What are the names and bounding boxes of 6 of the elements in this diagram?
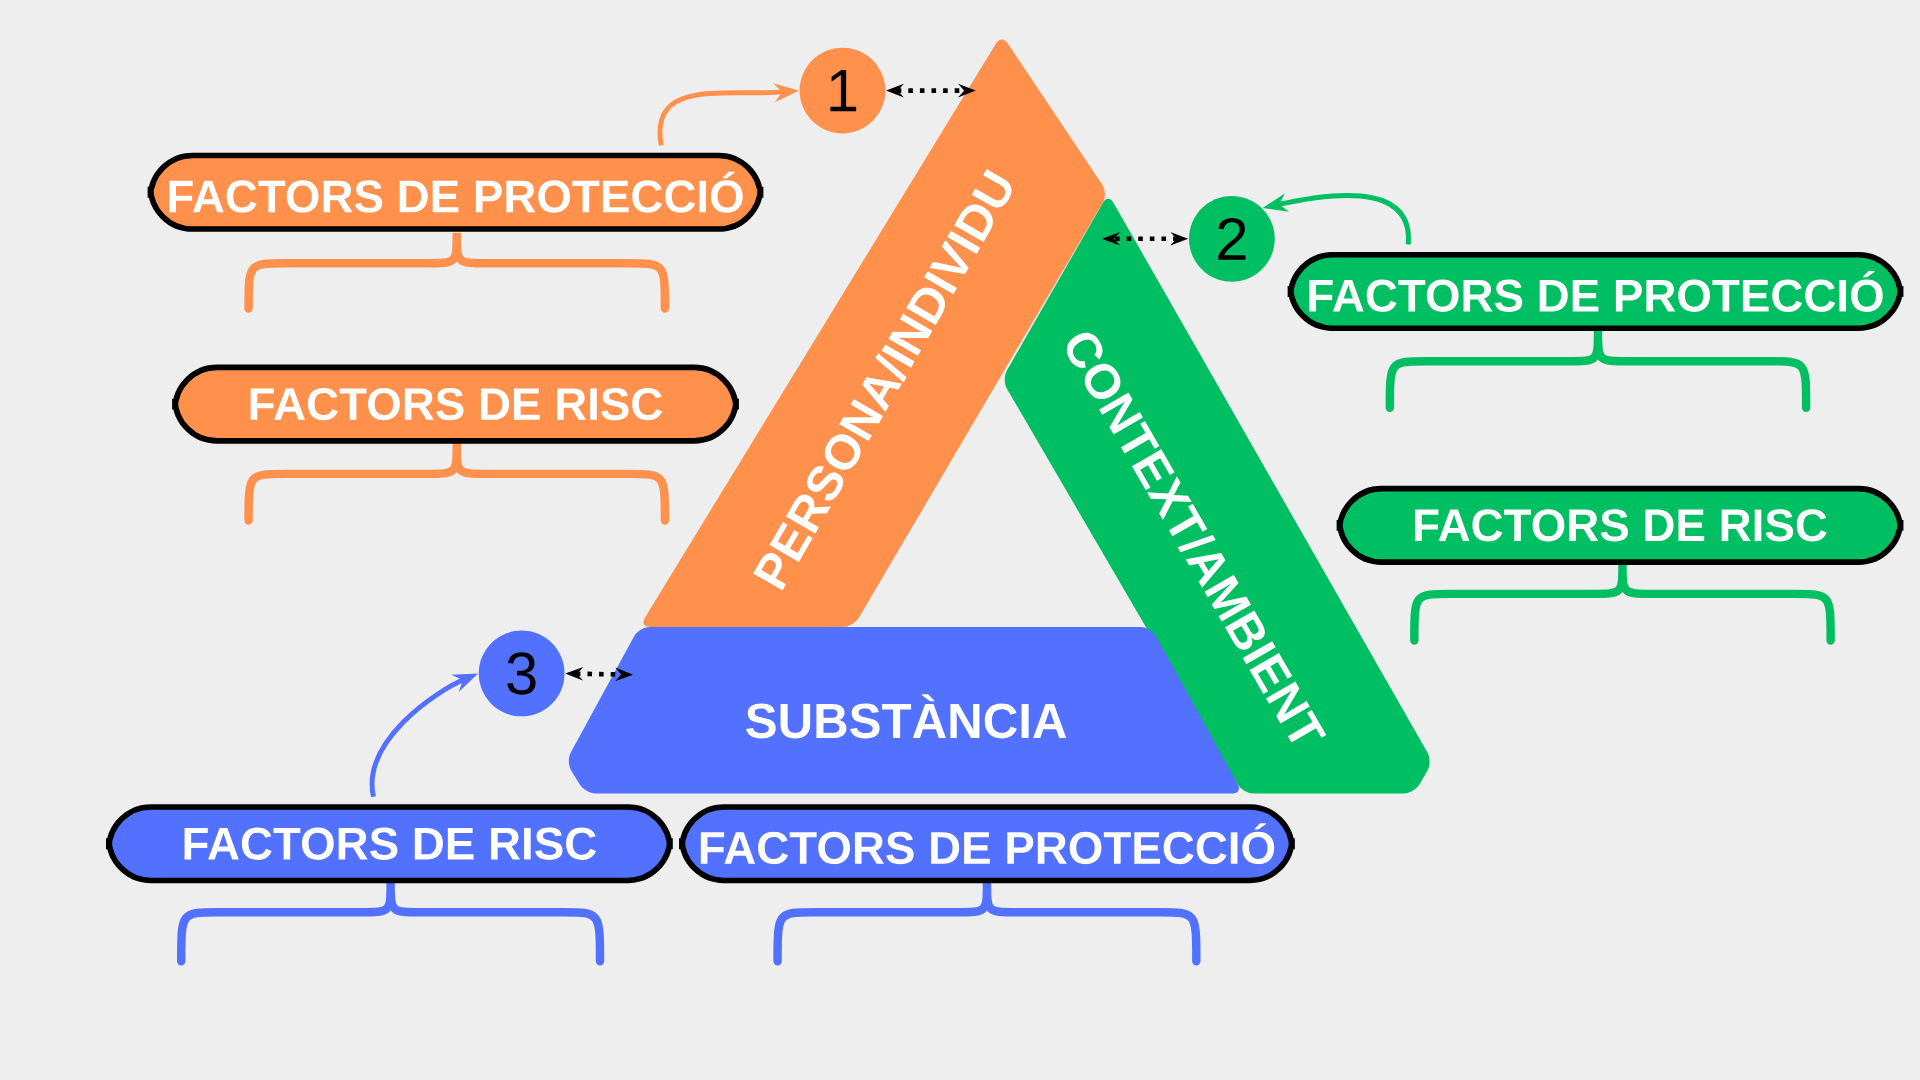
label-pill: FACTORS DE RISC xyxy=(1336,485,1904,565)
label-pill: FACTORS DE PROTECCIÓ xyxy=(679,804,1295,884)
label-pill: FACTORS DE PROTECCIÓ xyxy=(147,152,764,232)
label-pill: FACTORS DE RISC xyxy=(106,804,673,884)
label-pill: FACTORS DE PROTECCIÓ xyxy=(1287,251,1904,331)
label-pill: FACTORS DE RISC xyxy=(172,364,739,444)
